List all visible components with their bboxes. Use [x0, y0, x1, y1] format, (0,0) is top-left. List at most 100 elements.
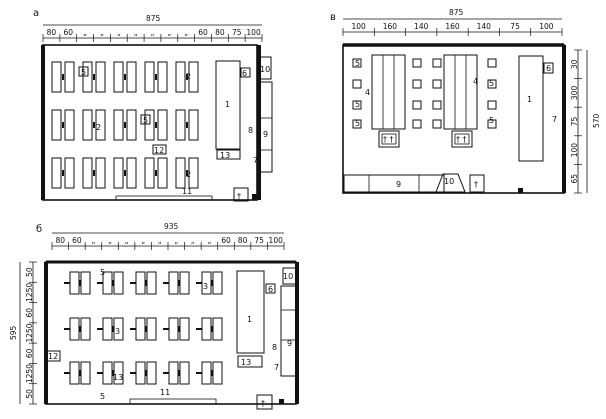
plan-v-num-7: 7: [552, 115, 557, 124]
svg-text:†: †: [261, 399, 265, 408]
lab-desk: [146, 271, 157, 295]
plan-v-total-width: 875: [449, 8, 464, 17]
desk-socket: [211, 280, 213, 286]
lab-desk: [69, 361, 80, 385]
b-dim-segment: 50: [25, 267, 34, 277]
lab-desk: [135, 317, 146, 341]
plan-a-cabinet-9: [257, 81, 273, 173]
desk-socket: [124, 170, 126, 176]
a-dim-segment: „: [151, 28, 155, 37]
plan-v-num-4-right: 4: [473, 77, 478, 86]
b-dim-segment: „: [91, 236, 95, 245]
plan-b-num-8: 8: [272, 343, 277, 352]
a-dim-segment: „: [100, 28, 104, 37]
plan-a-sink: [233, 187, 249, 202]
lab-desk: [146, 317, 157, 341]
desk-socket: [79, 280, 81, 286]
desk: [95, 109, 106, 141]
plan-a-label: а: [33, 8, 39, 19]
plan-a-box-13: [216, 149, 241, 160]
v-dim-segment: 160: [445, 22, 460, 31]
desk-socket: [93, 74, 95, 80]
small-table: [432, 79, 442, 89]
lab-desk: [80, 271, 91, 295]
b-dim-segment: 80: [238, 236, 248, 245]
desk-socket: [112, 280, 114, 286]
desk: [175, 109, 186, 141]
lab-desk: [69, 317, 80, 341]
plan-v-num-5-d: 5: [489, 79, 494, 88]
plan-a-box-12: [152, 144, 167, 155]
desk-socket: [211, 326, 213, 332]
plan-v-num-4-left: 4: [365, 88, 370, 97]
plan-v-label: в: [330, 12, 336, 23]
lab-desk: [80, 317, 91, 341]
b-dim-segment: 60: [25, 308, 34, 318]
plan-v-num-5-b: 5: [355, 100, 360, 109]
desk-socket: [62, 74, 64, 80]
lab-desk: [168, 271, 179, 295]
plan-b-num-6: 6: [268, 285, 273, 294]
desk-socket: [178, 370, 180, 376]
desk: [113, 157, 124, 189]
desk: [157, 61, 168, 93]
desk: [157, 157, 168, 189]
lab-desk: [201, 361, 212, 385]
desk-socket: [186, 74, 188, 80]
lab-desk: [113, 271, 124, 295]
desk-socket: [178, 326, 180, 332]
plan-b-num-9: 9: [287, 339, 292, 348]
small-table: [352, 58, 362, 68]
v-dim-segment: 30: [570, 59, 579, 69]
desk-socket: [145, 326, 147, 332]
desk: [64, 61, 75, 93]
desk-socket: [211, 370, 213, 376]
small-table: [487, 58, 497, 68]
desk: [157, 109, 168, 141]
desk: [95, 61, 106, 93]
v-dim-segment: 300: [570, 86, 579, 101]
plan-v-num-10: 10: [444, 177, 454, 186]
plan-a-num-6: 6: [242, 69, 247, 78]
a-dim-segment: „: [134, 28, 138, 37]
b-dim-segment: 60: [72, 236, 82, 245]
desk-socket: [186, 122, 188, 128]
a-dim-segment: 80: [47, 28, 57, 37]
plan-b-total-width: 935: [164, 222, 179, 231]
plan-a-board-11: [115, 195, 213, 201]
a-dim-segment: „: [184, 28, 188, 37]
plan-v-demo-table: [518, 55, 544, 162]
b-dim-segment: 60: [221, 236, 231, 245]
b-dim-segment: 75: [254, 236, 264, 245]
plan-a-num-13: 13: [220, 151, 230, 160]
small-table: [487, 100, 497, 110]
lab-desk: [212, 271, 223, 295]
plan-a-num-5-top: 5: [81, 68, 86, 77]
desk: [175, 157, 186, 189]
lab-desk: [212, 317, 223, 341]
v-dim-segment: 75: [570, 117, 579, 127]
plan-a-num-2-top: 2: [186, 72, 191, 81]
plan-b-num-11: 11: [160, 388, 170, 397]
small-table: [412, 119, 422, 129]
small-table: [352, 100, 362, 110]
a-dim-segment: 100: [246, 28, 261, 37]
plan-b-num-7: 7: [274, 363, 279, 372]
desk-socket: [145, 280, 147, 286]
plan-a-num-11: 11: [182, 187, 192, 196]
b-dim-segment: „: [125, 236, 129, 245]
plan-b-left-total: 595: [9, 325, 18, 340]
b-dim-segment: „: [158, 236, 162, 245]
plan-b-num-12: 12: [48, 352, 58, 361]
desk: [175, 61, 186, 93]
b-dim-segment: 100: [269, 236, 284, 245]
svg-text:† †: † †: [456, 135, 467, 144]
v-dim-segment: 100: [539, 22, 554, 31]
plan-a-num-9: 9: [263, 130, 268, 139]
desk: [82, 109, 93, 141]
desk: [113, 61, 124, 93]
lab-desk: [135, 271, 146, 295]
